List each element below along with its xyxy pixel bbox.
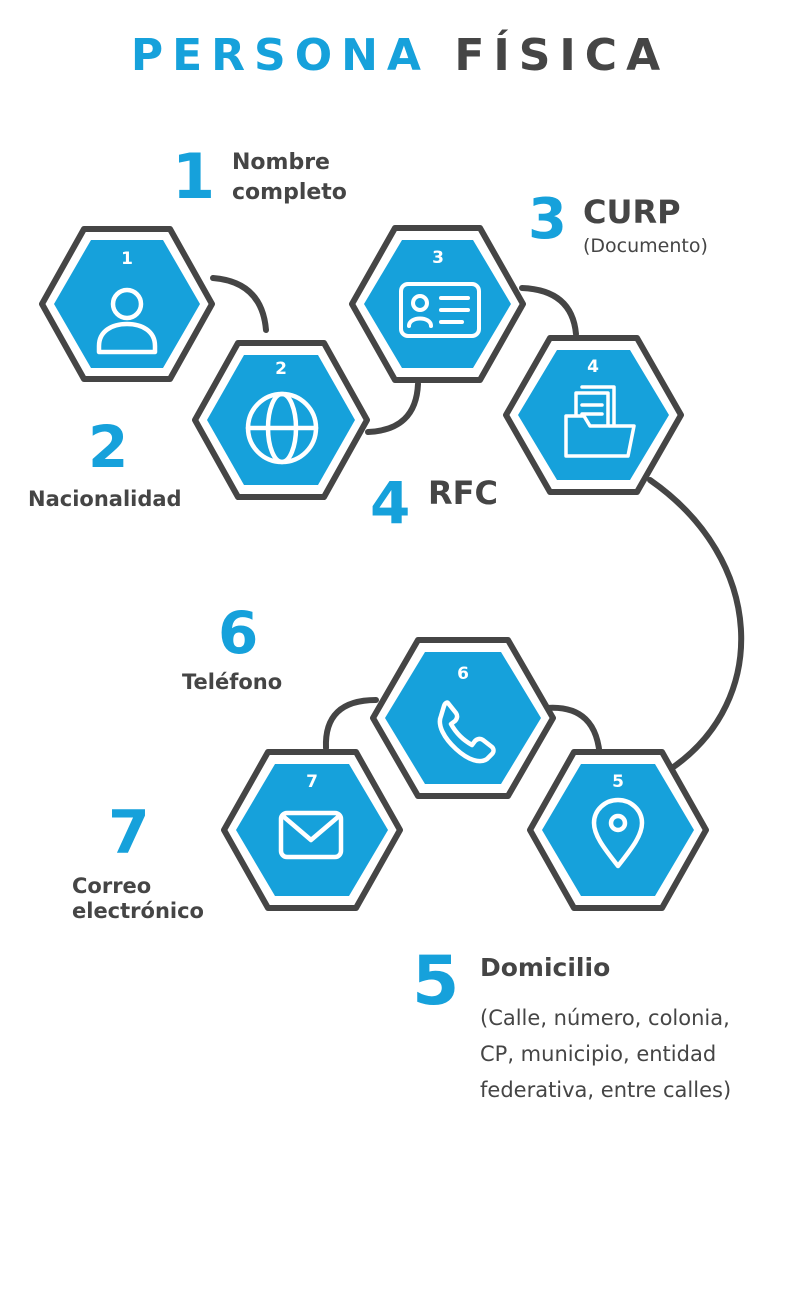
- step-5-number: 5: [412, 942, 460, 1021]
- step-5-subtitle-line-3: federativa, entre calles): [480, 1078, 732, 1102]
- title-word-persona: PERSONA: [130, 30, 430, 81]
- hex-number-6: 6: [457, 664, 469, 684]
- hex-step-2: 2: [192, 340, 370, 500]
- envelope-icon: [278, 810, 344, 860]
- connector-lines: [210, 275, 745, 771]
- hex-step-7: 7: [221, 749, 403, 911]
- hex-number-7: 7: [306, 772, 318, 792]
- document-folder-icon: [564, 385, 636, 458]
- id-card-icon: [399, 282, 481, 338]
- connector-7-6: [322, 697, 379, 751]
- step-6-label: Teléfono: [182, 670, 283, 694]
- step-7-label-line-2: electrónico: [72, 899, 204, 923]
- hex-step-5: 5: [527, 749, 709, 911]
- step-5-label: Domicilio: [480, 953, 611, 982]
- hex-number-3: 3: [432, 248, 444, 268]
- user-icon: [96, 287, 158, 355]
- step-5-subtitle-line-2: CP, municipio, entidad: [480, 1042, 717, 1066]
- hex-step-4: 4: [503, 335, 684, 495]
- step-3-subtitle: (Documento): [583, 235, 708, 257]
- hex-number-5: 5: [612, 772, 624, 792]
- connector-2-3: [365, 381, 421, 435]
- hex-number-1: 1: [121, 249, 133, 269]
- step-5-subtitle-line-1: (Calle, número, colonia,: [480, 1006, 730, 1030]
- step-5-subtitle: (Calle, número, colonia, CP, municipio, …: [480, 1000, 731, 1108]
- hex-step-6: 6: [370, 637, 556, 799]
- hex-step-1: 1: [39, 226, 215, 382]
- step-2-number: 2: [88, 413, 129, 481]
- page-title: PERSONA FÍSICA: [0, 28, 800, 84]
- hex-number-4: 4: [587, 357, 599, 377]
- step-6-number: 6: [218, 599, 259, 667]
- hex-step-3: 3: [349, 225, 526, 383]
- step-7-label: Correo electrónico: [72, 874, 204, 924]
- step-1-label-line-1: Nombre: [232, 150, 330, 175]
- step-2-label: Nacionalidad: [28, 487, 182, 511]
- step-4-label: RFC: [428, 474, 498, 512]
- connector-4-5: [647, 477, 745, 771]
- step-1-label-line-2: completo: [232, 180, 347, 205]
- step-7-label-line-1: Correo: [72, 874, 152, 898]
- title-word-fisica: FÍSICA: [454, 30, 670, 81]
- phone-icon: [437, 700, 496, 764]
- step-3-label: CURP: [583, 193, 681, 231]
- hex-number-2: 2: [275, 359, 287, 379]
- connector-1-2: [210, 275, 269, 333]
- step-1-label: Nombre completo: [232, 148, 347, 208]
- globe-icon: [245, 391, 319, 465]
- step-3-number: 3: [528, 187, 567, 252]
- step-7-number: 7: [108, 798, 150, 868]
- location-pin-icon: [591, 797, 645, 869]
- connector-3-4: [519, 285, 579, 337]
- step-1-number: 1: [172, 140, 216, 213]
- step-4-number: 4: [370, 469, 411, 537]
